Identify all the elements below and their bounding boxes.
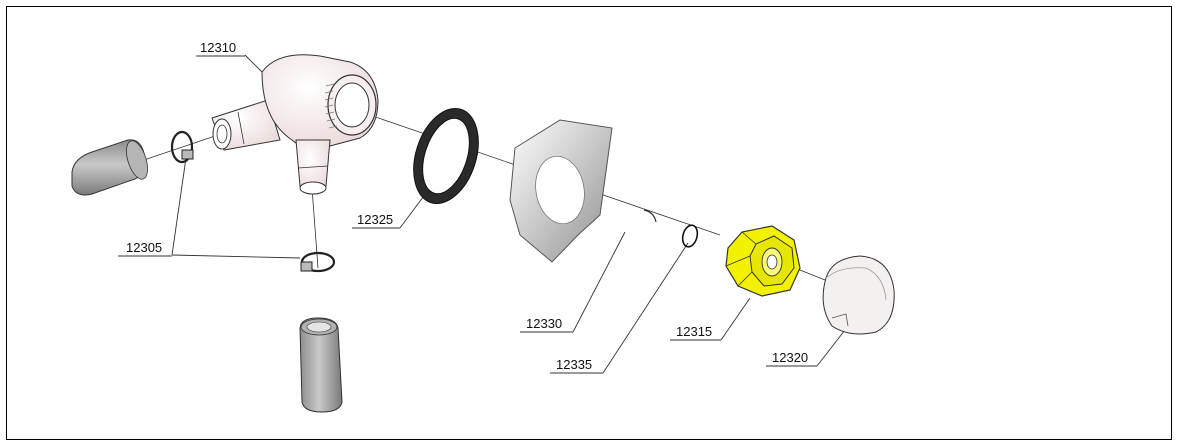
gasket-icon [413,107,479,205]
label-flange-plate: 12330 [526,316,562,331]
label-o-ring: 12335 [556,357,592,372]
label-hose-clamp: 12305 [126,240,162,255]
label-cap: 12320 [772,350,808,365]
flange-plate-icon [509,119,613,263]
part-labels: 12310 12305 12325 12330 12335 12315 1232… [118,40,817,374]
hose-left-icon [71,139,148,196]
hose-clamp-upper-icon [170,130,194,164]
o-ring-icon [681,224,699,248]
fitting-body-icon [211,54,379,195]
label-hex-nut: 12315 [676,324,712,339]
label-fitting-body: 12310 [200,40,236,55]
cap-icon [822,255,895,335]
leader-lines [171,54,846,374]
clip-icon [643,209,657,223]
hose-clamp-lower-icon [300,251,336,273]
label-gasket: 12325 [357,212,393,227]
hex-nut-icon [725,225,801,297]
hose-bottom-icon [299,317,343,413]
